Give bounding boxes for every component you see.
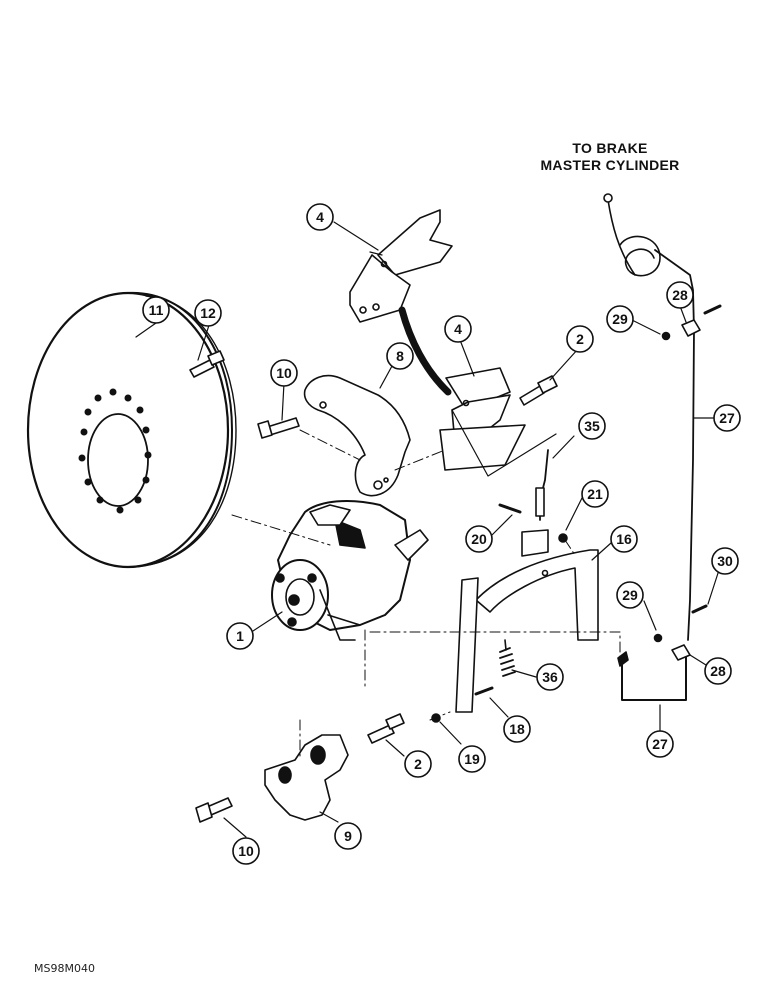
bolt-10-lower	[195, 797, 233, 823]
brake-line-upper	[603, 193, 695, 641]
callout-1: 1	[226, 622, 254, 650]
callout-label: 1	[236, 628, 244, 644]
callout-label: 2	[414, 756, 422, 772]
nut-29-lower	[653, 633, 663, 643]
callout-9: 9	[334, 822, 362, 850]
callout-18: 18	[503, 715, 531, 743]
callout-20: 20	[465, 525, 493, 553]
pedal-lower	[439, 367, 557, 477]
brake-caliper	[271, 500, 429, 641]
callout-label: 18	[509, 721, 525, 737]
nut-29-upper	[661, 331, 671, 341]
motion-arrow	[398, 306, 452, 396]
callout-27-lower: 27	[646, 730, 674, 758]
bolt-2-upper	[519, 375, 558, 406]
callout-19: 19	[458, 745, 486, 773]
callout-label: 4	[316, 209, 324, 225]
spring-36	[499, 639, 516, 677]
brake-line-lower	[617, 649, 687, 701]
callout-label: 10	[238, 843, 254, 859]
cable-35	[535, 449, 549, 521]
callout-2-upper: 2	[566, 325, 594, 353]
bracket-9	[264, 734, 349, 821]
bolt-upper-right	[703, 304, 722, 315]
bolt-10-upper	[257, 417, 300, 439]
callout-label: 9	[344, 828, 352, 844]
callout-2-lower: 2	[404, 750, 432, 778]
alignment-lines	[231, 429, 621, 761]
callout-label: 29	[612, 311, 628, 327]
callout-label: 27	[719, 410, 735, 426]
callout-label: 27	[652, 736, 668, 752]
bolt-30	[691, 604, 708, 614]
callout-35: 35	[578, 412, 606, 440]
callouts: 4 4 2 11 12 10 8 35	[142, 203, 741, 865]
callout-label: 11	[149, 302, 164, 318]
callout-label: 10	[276, 365, 292, 381]
brake-disc	[26, 291, 237, 569]
header-line-1: TO BRAKE	[572, 140, 648, 156]
header-line-2: MASTER CYLINDER	[540, 157, 680, 173]
callout-12: 12	[194, 299, 222, 327]
figure-id: MS98M040	[34, 962, 95, 975]
callout-label: 8	[396, 348, 404, 364]
callout-label: 19	[464, 751, 480, 767]
callout-30: 30	[711, 547, 739, 575]
callout-29-lower: 29	[616, 581, 644, 609]
callout-16: 16	[610, 525, 638, 553]
callout-label: 16	[616, 531, 632, 547]
callout-label: 21	[587, 486, 603, 502]
pedal-upper	[349, 209, 453, 323]
callout-label: 4	[454, 321, 462, 337]
callout-21: 21	[581, 480, 609, 508]
callout-11: 11	[142, 296, 170, 324]
callout-4-lower: 4	[444, 315, 472, 343]
callout-10-lower: 10	[232, 837, 260, 865]
bolt-12	[189, 350, 225, 378]
callout-label: 20	[471, 531, 487, 547]
clip-28-lower	[671, 644, 691, 661]
lever-16	[455, 529, 599, 713]
callout-label: 28	[672, 287, 688, 303]
callout-28-upper: 28	[666, 281, 694, 309]
callout-27-upper: 27	[713, 404, 741, 432]
callout-label: 35	[584, 418, 600, 434]
bolt-2-lower	[367, 713, 405, 744]
callout-29-upper: 29	[606, 305, 634, 333]
bracket-8	[303, 374, 411, 497]
callout-label: 28	[710, 663, 726, 679]
callout-label: 29	[622, 587, 638, 603]
leader-lines	[135, 221, 720, 838]
callout-label: 36	[542, 669, 558, 685]
callout-8: 8	[386, 342, 414, 370]
callout-36: 36	[536, 663, 564, 691]
callout-28-lower: 28	[704, 657, 732, 685]
callout-4-upper: 4	[306, 203, 334, 231]
bolt-18	[474, 686, 494, 696]
bolt-20	[498, 503, 522, 514]
callout-10-upper: 10	[270, 359, 298, 387]
callout-label: 2	[576, 331, 584, 347]
clip-28-upper	[681, 319, 701, 337]
callout-label: 12	[200, 305, 216, 321]
callout-label: 30	[717, 553, 733, 569]
